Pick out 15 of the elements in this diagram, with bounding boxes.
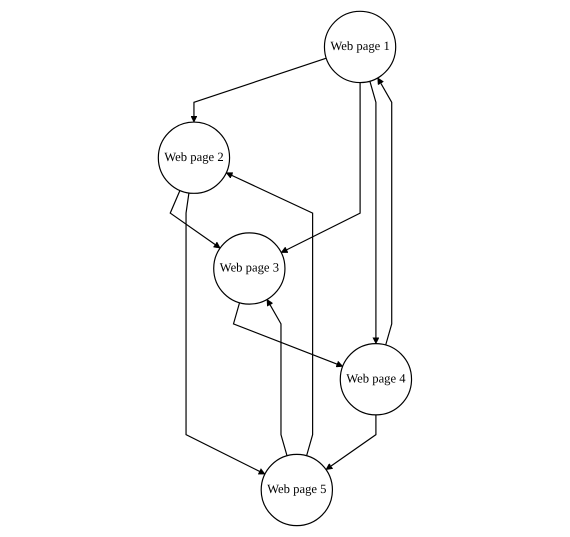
arrow <box>170 190 221 248</box>
node-circle: Web page 3 <box>213 232 286 305</box>
arrow <box>369 81 380 344</box>
node-circle: Web page 5 <box>260 454 334 526</box>
arrow <box>186 192 266 474</box>
arrow <box>266 299 288 456</box>
node-circle: Web page 1 <box>324 10 396 84</box>
node-circle: Web page 2 <box>158 122 230 194</box>
arrow <box>326 414 377 470</box>
arrow <box>232 302 344 368</box>
arrow <box>226 172 314 456</box>
node-circle: Web page 4 <box>340 343 412 416</box>
arrow <box>190 58 327 122</box>
arrow <box>280 82 361 253</box>
arrow <box>378 78 392 346</box>
